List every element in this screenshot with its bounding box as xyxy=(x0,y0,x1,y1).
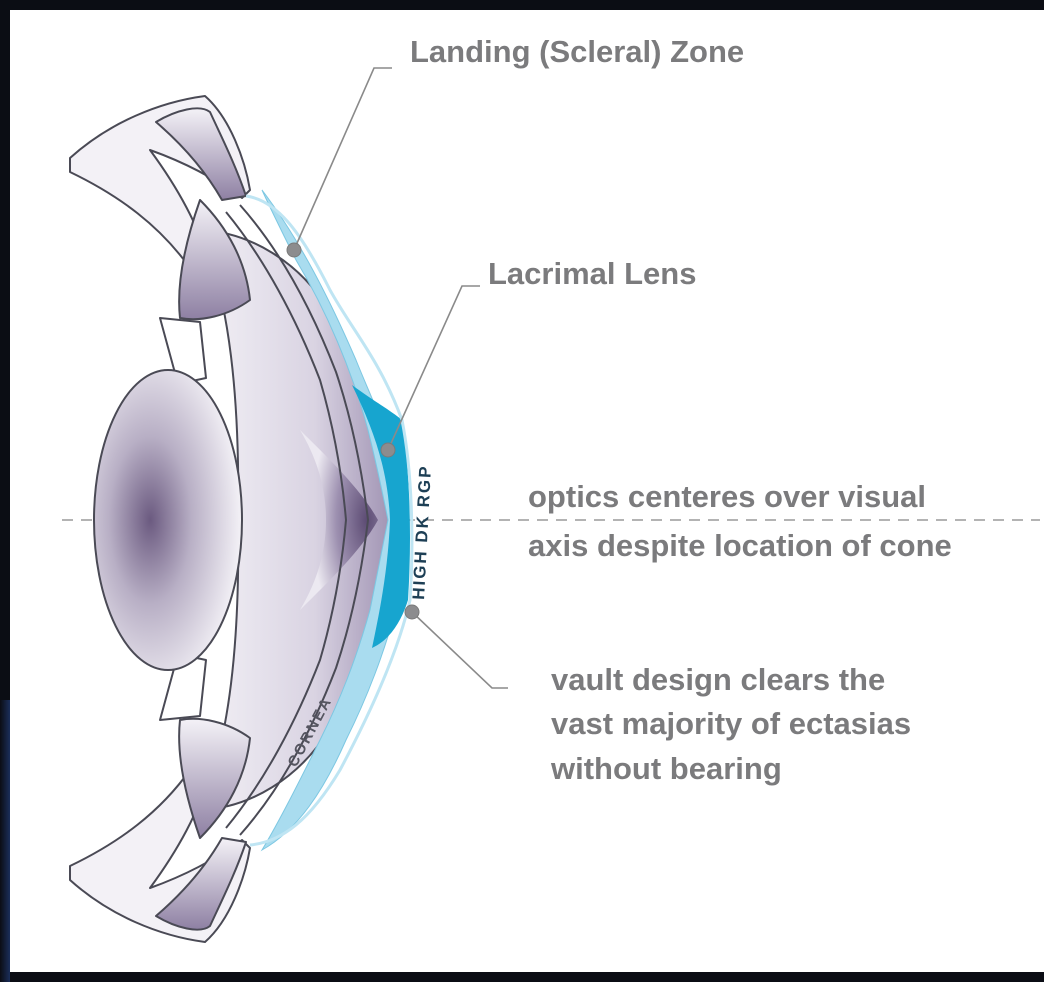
vault-label-line3: without bearing xyxy=(550,751,782,786)
vault-label-line2: vast majority of ectasias xyxy=(551,706,911,741)
landing-zone-label: Landing (Scleral) Zone xyxy=(410,34,744,69)
optics-label-line1: optics centeres over visual xyxy=(528,479,926,514)
crystalline-lens xyxy=(94,370,242,670)
lacrimal-lens-label: Lacrimal Lens xyxy=(488,256,696,291)
optics-label-line2: axis despite location of cone xyxy=(528,528,952,563)
frame-left-edge xyxy=(0,700,10,982)
vault-marker-dot xyxy=(405,605,419,619)
vault-label-line1: vault design clears the xyxy=(551,662,885,697)
lacrimal-lens-marker-dot xyxy=(381,443,395,457)
landing-zone-marker-dot xyxy=(287,243,301,257)
